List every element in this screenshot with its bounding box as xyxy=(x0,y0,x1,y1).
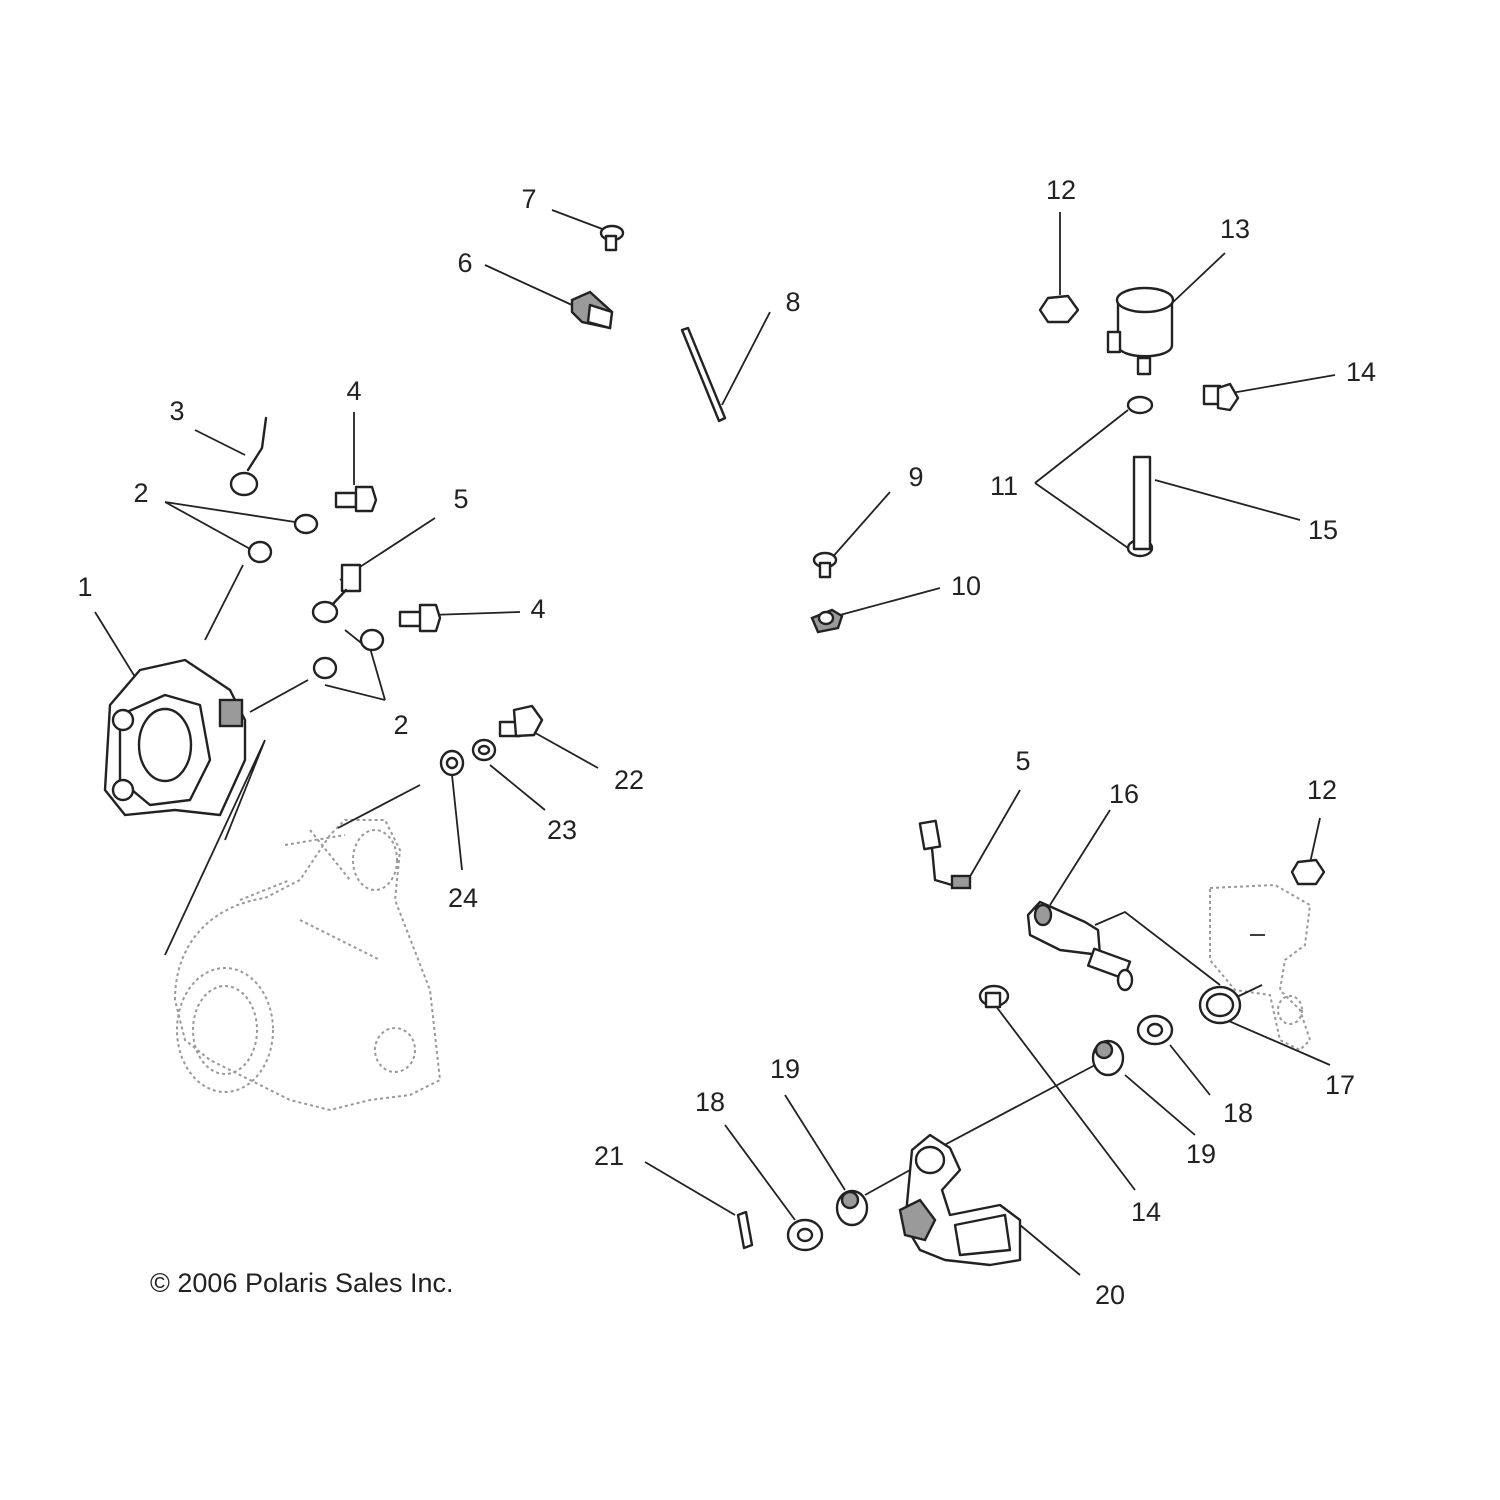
crush-washer xyxy=(312,656,338,680)
callout-3: 3 xyxy=(169,396,184,426)
callout-11: 11 xyxy=(990,471,1018,501)
crush-washer xyxy=(293,513,319,535)
washer xyxy=(445,756,459,770)
callout-15: 15 xyxy=(1308,515,1338,545)
bleeder-bolt xyxy=(498,704,544,738)
callout-23: 23 xyxy=(547,815,577,845)
cotter-pin xyxy=(736,1210,754,1250)
callout-labels: 1 2 2 3 4 4 5 5 6 7 8 9 10 11 12 12 13 1… xyxy=(77,175,1376,1310)
callout-10: 10 xyxy=(951,571,981,601)
bushing xyxy=(1091,1039,1125,1077)
callout-13: 13 xyxy=(1220,214,1250,244)
crush-washer xyxy=(247,540,273,564)
mounting-bolt xyxy=(1202,382,1240,412)
brake-line xyxy=(311,563,362,624)
screw xyxy=(812,551,838,579)
master-cylinder xyxy=(1026,900,1134,992)
callout-14: 14 xyxy=(1346,357,1376,387)
callout-1: 1 xyxy=(77,572,92,602)
callout-9: 9 xyxy=(908,462,923,492)
crush-washer xyxy=(359,628,385,652)
bushing xyxy=(835,1189,869,1227)
gearcase-housing-ghost xyxy=(173,819,1312,1112)
brake-line xyxy=(918,819,972,890)
brake-pedal xyxy=(898,1133,1022,1267)
copyright-notice: © 2006 Polaris Sales Inc. xyxy=(150,1268,454,1298)
brake-line-banjo xyxy=(229,416,268,497)
brake-pad-clip xyxy=(570,290,614,330)
washer xyxy=(1146,1022,1164,1038)
callout-16: 16 xyxy=(1109,779,1139,809)
callout-4: 4 xyxy=(346,376,361,406)
sealing-washer xyxy=(477,744,491,756)
callout-4: 4 xyxy=(530,594,545,624)
line-clamp xyxy=(810,608,844,634)
callout-17: 17 xyxy=(1325,1070,1355,1100)
banjo-bolt xyxy=(398,603,442,633)
lock-nut xyxy=(1290,858,1326,886)
washer xyxy=(796,1227,814,1243)
leader-lines xyxy=(94,209,1336,1276)
callout-18: 18 xyxy=(695,1087,725,1117)
callout-5: 5 xyxy=(453,484,468,514)
callout-14: 14 xyxy=(1131,1197,1161,1227)
reservoir-hose xyxy=(1132,455,1152,551)
callout-22: 22 xyxy=(614,765,644,795)
callout-2: 2 xyxy=(393,710,408,740)
banjo-bolt xyxy=(334,485,378,513)
hose-clamp xyxy=(1126,395,1154,415)
callout-19: 19 xyxy=(1186,1139,1216,1169)
brake-caliper xyxy=(103,658,247,817)
callout-7: 7 xyxy=(521,184,536,214)
callout-24: 24 xyxy=(448,883,478,913)
lock-nut xyxy=(1038,294,1080,324)
callout-2: 2 xyxy=(133,478,148,508)
pin xyxy=(680,326,727,423)
callout-5: 5 xyxy=(1015,746,1030,776)
callout-6: 6 xyxy=(457,248,472,278)
callout-21: 21 xyxy=(594,1141,624,1171)
callout-19: 19 xyxy=(770,1054,800,1084)
callout-18: 18 xyxy=(1223,1098,1253,1128)
callout-12: 12 xyxy=(1046,175,1076,205)
callout-20: 20 xyxy=(1095,1280,1125,1310)
brake-fluid-reservoir xyxy=(1106,286,1175,376)
callout-8: 8 xyxy=(785,287,800,317)
screw xyxy=(599,224,625,252)
spring xyxy=(1198,985,1242,1025)
callout-12: 12 xyxy=(1307,775,1337,805)
mounting-bolt xyxy=(978,984,1010,1009)
